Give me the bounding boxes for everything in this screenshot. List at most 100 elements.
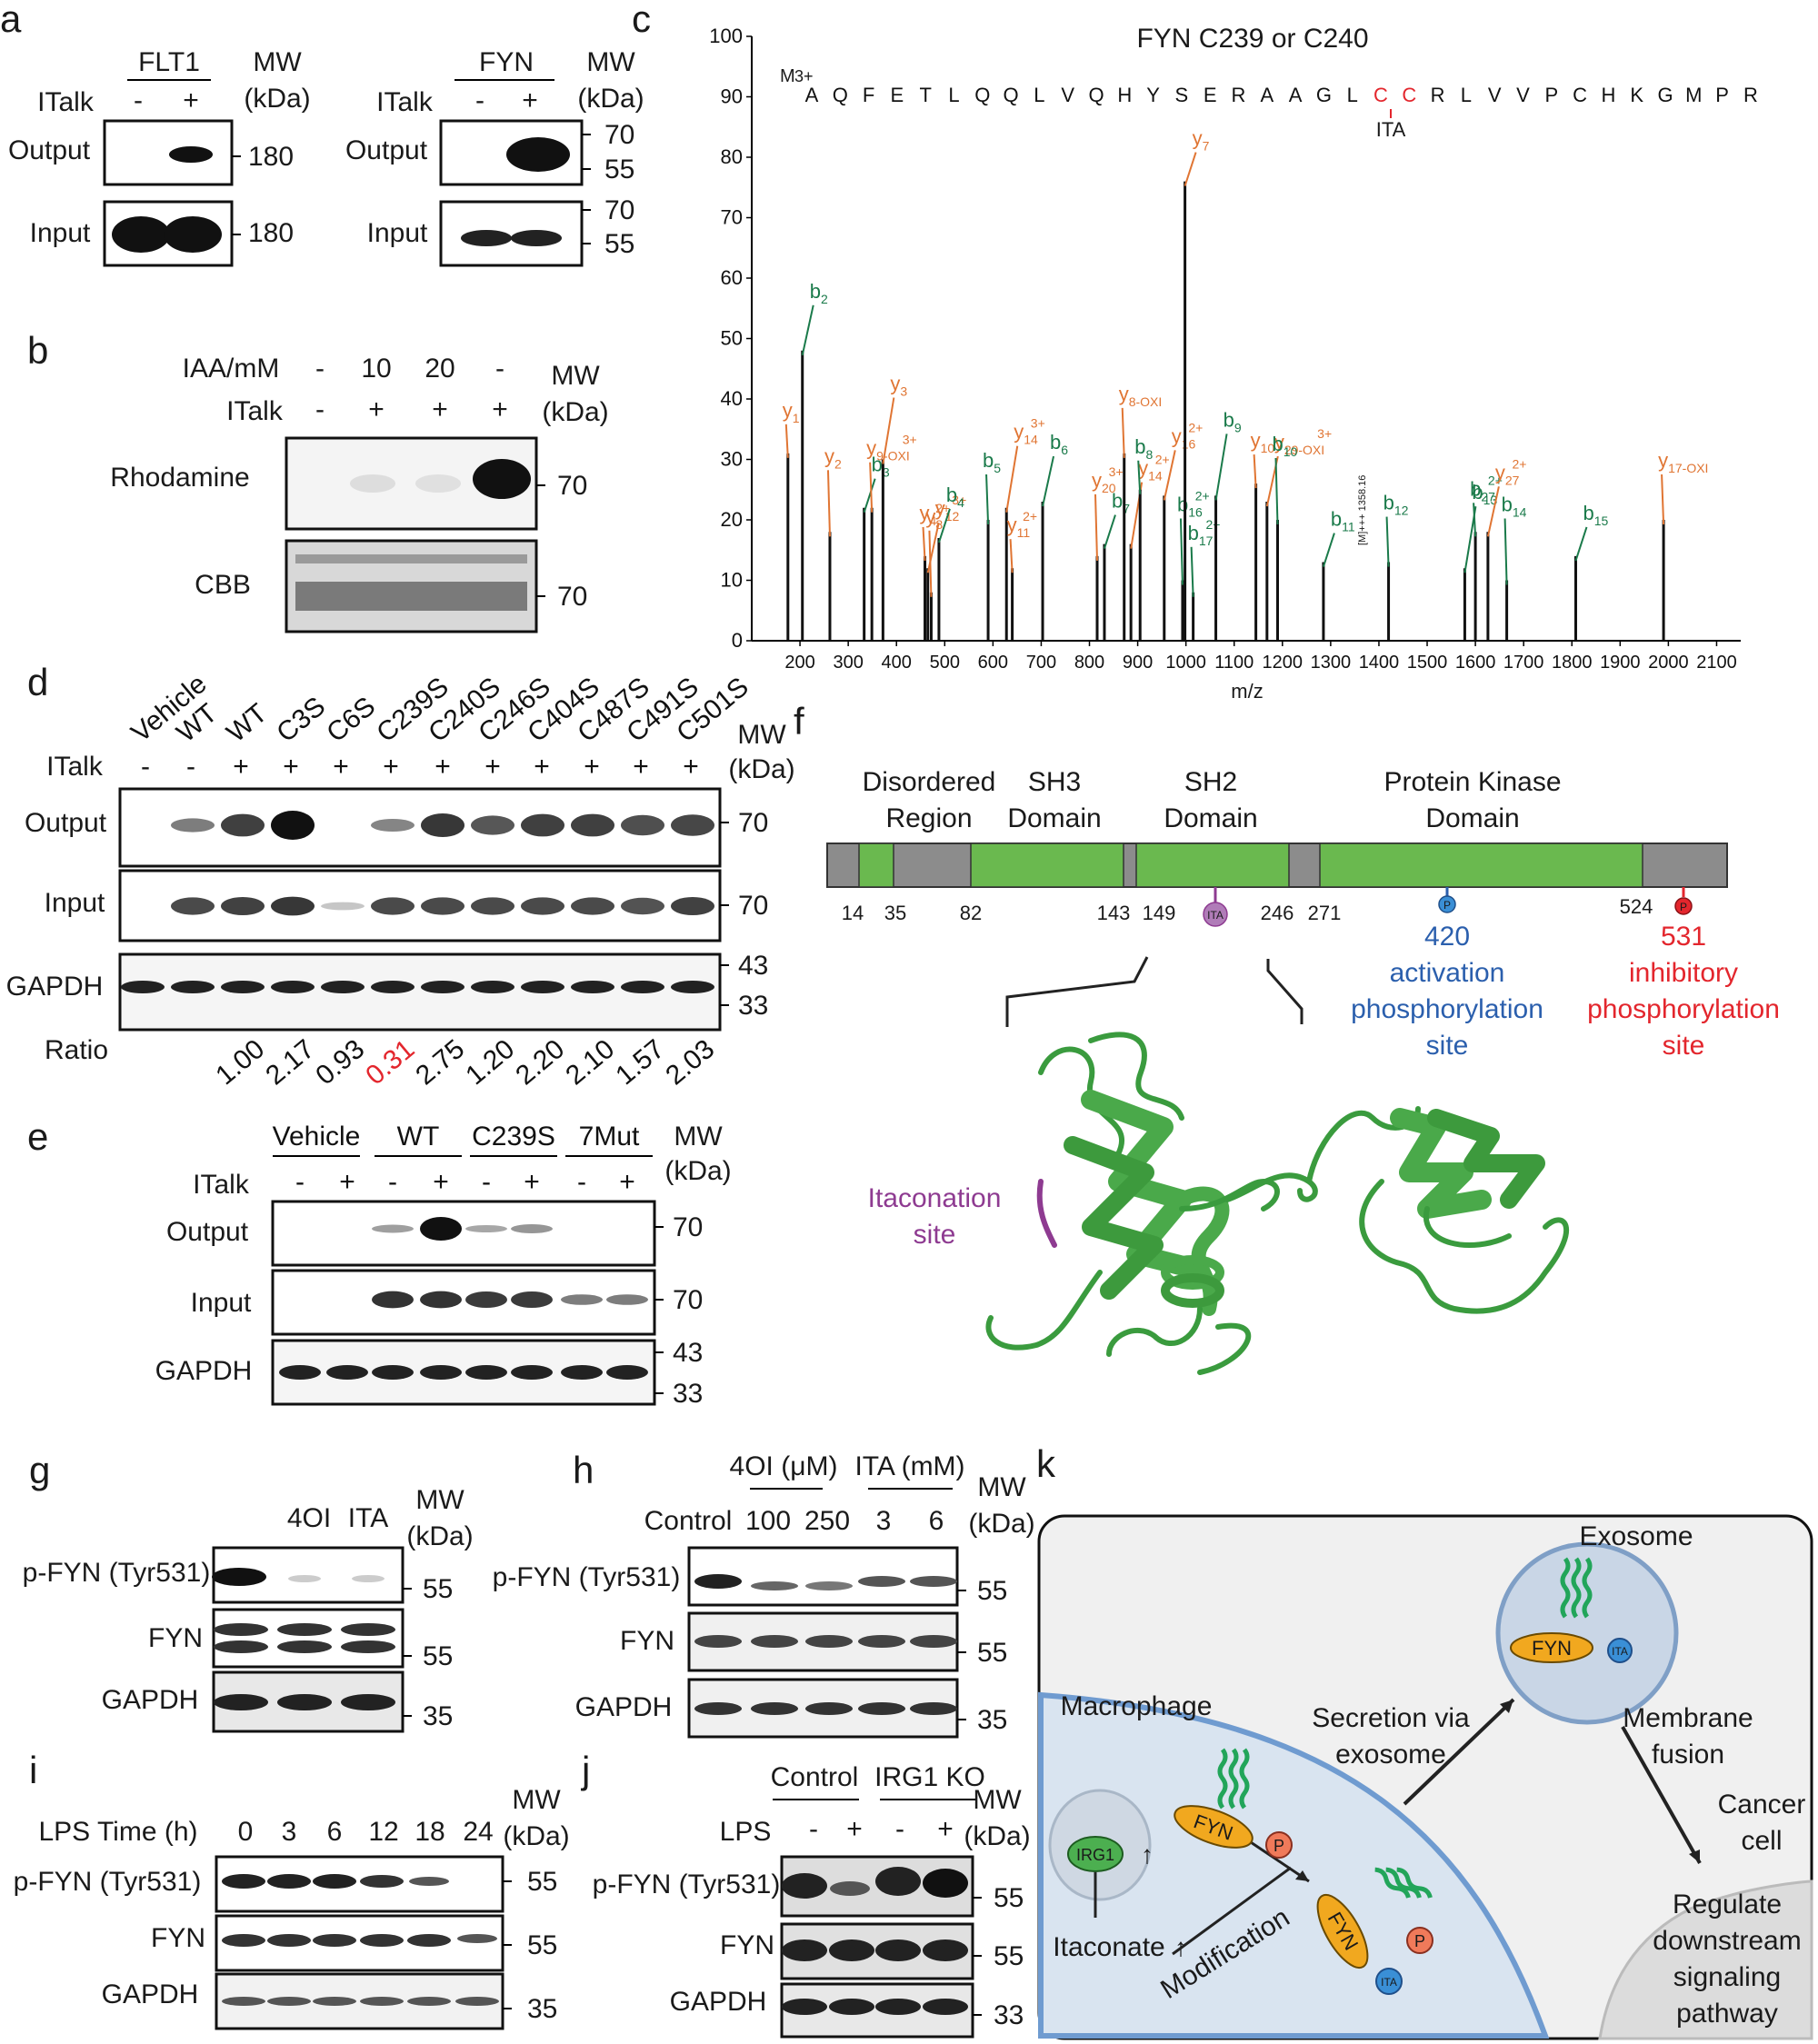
band <box>471 981 514 993</box>
band <box>561 1365 603 1380</box>
band <box>511 1365 553 1380</box>
gapdh-bands <box>121 981 714 993</box>
group-label: Vehicle <box>273 1122 361 1152</box>
row-label: GAPDH <box>102 1685 199 1715</box>
exosome-label: Exosome <box>1579 1521 1693 1551</box>
peak-leader <box>928 530 933 597</box>
italk-label: ITalk <box>37 87 95 117</box>
sequence-residue: Q <box>1004 84 1019 106</box>
y-tick-label: 10 <box>721 569 743 592</box>
panel-letter-g: g <box>29 1449 50 1491</box>
ita-label: ITA <box>1612 1645 1628 1658</box>
sequence-residue: Q <box>833 84 848 106</box>
iaa-value: 10 <box>361 354 391 384</box>
peak-leader <box>1009 539 1014 573</box>
p-badge-text: P <box>1443 899 1451 912</box>
mw-marker: 55 <box>994 1883 1024 1913</box>
peak-leader <box>801 304 814 356</box>
mw-marker: 55 <box>994 1941 1024 1971</box>
italk-value: + <box>524 1167 540 1197</box>
italk-plus: + <box>522 85 538 115</box>
blot-gapdh <box>118 952 722 1032</box>
peak-leader <box>1322 533 1335 567</box>
panel-k: k Exosome FYN ITA Macrophage Secretion v… <box>1036 1442 1813 2040</box>
mw-marker: 43 <box>673 1338 703 1368</box>
panel-letter-h: h <box>573 1449 594 1491</box>
sequence-residue: F <box>863 84 874 106</box>
italk-value: - <box>315 394 325 424</box>
blot-title-fyn: FYN <box>479 47 534 77</box>
italk-value: - <box>186 752 195 782</box>
blot-title-flt1: FLT1 <box>138 47 200 77</box>
peak-label: y1 <box>783 399 800 425</box>
p-badge-text: P <box>1680 901 1687 913</box>
output-bands <box>171 811 714 840</box>
input-bands <box>372 1291 648 1309</box>
ratio-value: 2.20 <box>510 1034 570 1092</box>
band <box>561 1294 603 1305</box>
italk-value: + <box>584 752 600 782</box>
peak-label: b12 <box>1383 492 1409 518</box>
x-tick-label: 1100 <box>1214 653 1254 673</box>
italk-value: + <box>333 752 349 782</box>
lane-label: 0 <box>238 1817 254 1847</box>
peak-label: b172+ <box>1188 517 1221 548</box>
output-label: Output <box>345 135 428 165</box>
ratio-value: 1.57 <box>610 1034 670 1092</box>
italk-label: ITalk <box>226 396 284 426</box>
group-label: ITA (mM) <box>854 1451 964 1481</box>
panel-letter-j: j <box>580 1749 590 1791</box>
peak-label: y10 <box>1251 429 1275 455</box>
domain-label: Domain <box>1007 803 1101 833</box>
peak-label: y2 <box>824 444 842 471</box>
mw-marker: 70 <box>738 891 768 921</box>
x-tick-label: 1400 <box>1359 653 1400 673</box>
x-tick-label: 1500 <box>1407 653 1448 673</box>
residue-number: 14 <box>842 902 864 924</box>
italk-value: + <box>484 752 501 782</box>
mw-marker: 55 <box>977 1638 1007 1668</box>
row-label: GAPDH <box>575 1692 673 1722</box>
site-531-line: inhibitory <box>1629 958 1738 988</box>
peak-leader <box>1005 445 1019 513</box>
lane-label: 18 <box>415 1817 445 1847</box>
peak-leader <box>1385 516 1390 567</box>
peak-label: y143+ <box>1014 416 1045 447</box>
italk-value: - <box>141 752 150 782</box>
band <box>621 897 664 915</box>
sequence-residue: R <box>1743 84 1758 106</box>
italk-value: + <box>633 752 649 782</box>
panel-d: d VehicleWTWTC3SC6SC239SC240SC246SC404SC… <box>6 661 795 1091</box>
mw-marker: 70 <box>673 1212 703 1242</box>
secretion-label: exosome <box>1335 1740 1446 1770</box>
band <box>171 897 215 915</box>
y-tick-label: 100 <box>709 25 743 47</box>
mw-label: MW <box>973 1785 1022 1815</box>
x-tick-label: 600 <box>978 653 1008 673</box>
band <box>321 981 365 993</box>
panel-j: j Control IRG1 KO MW (kDa) LPS - + - + p… <box>580 1749 1031 2039</box>
italk-values: --++++++++++ <box>141 752 699 782</box>
peak-label: y272+ <box>1495 456 1527 487</box>
row-label: GAPDH <box>102 1979 199 2009</box>
sequence-residue: V <box>1061 84 1074 106</box>
iaa-value: 20 <box>425 354 454 384</box>
x-tick-label: 1600 <box>1455 653 1496 673</box>
x-tick-label: 900 <box>1123 653 1153 673</box>
mw-label: MW <box>415 1485 464 1515</box>
panel-letter-b: b <box>27 329 48 372</box>
rhodamine-label: Rhodamine <box>110 463 249 493</box>
band <box>571 981 614 993</box>
residue-number: 35 <box>884 902 906 924</box>
x-tick-label: 2000 <box>1648 653 1689 673</box>
gapdh-label: GAPDH <box>6 972 104 1002</box>
panel-letter-c: c <box>632 0 651 40</box>
mw-marker: 70 <box>738 808 768 838</box>
peak-leader <box>1104 514 1116 549</box>
peak-label: b11 <box>1331 508 1355 534</box>
peak-leader <box>922 526 926 561</box>
mw-label: MW <box>977 1472 1026 1502</box>
band <box>169 146 213 163</box>
lane-label: Control <box>644 1506 733 1536</box>
band <box>571 813 614 837</box>
